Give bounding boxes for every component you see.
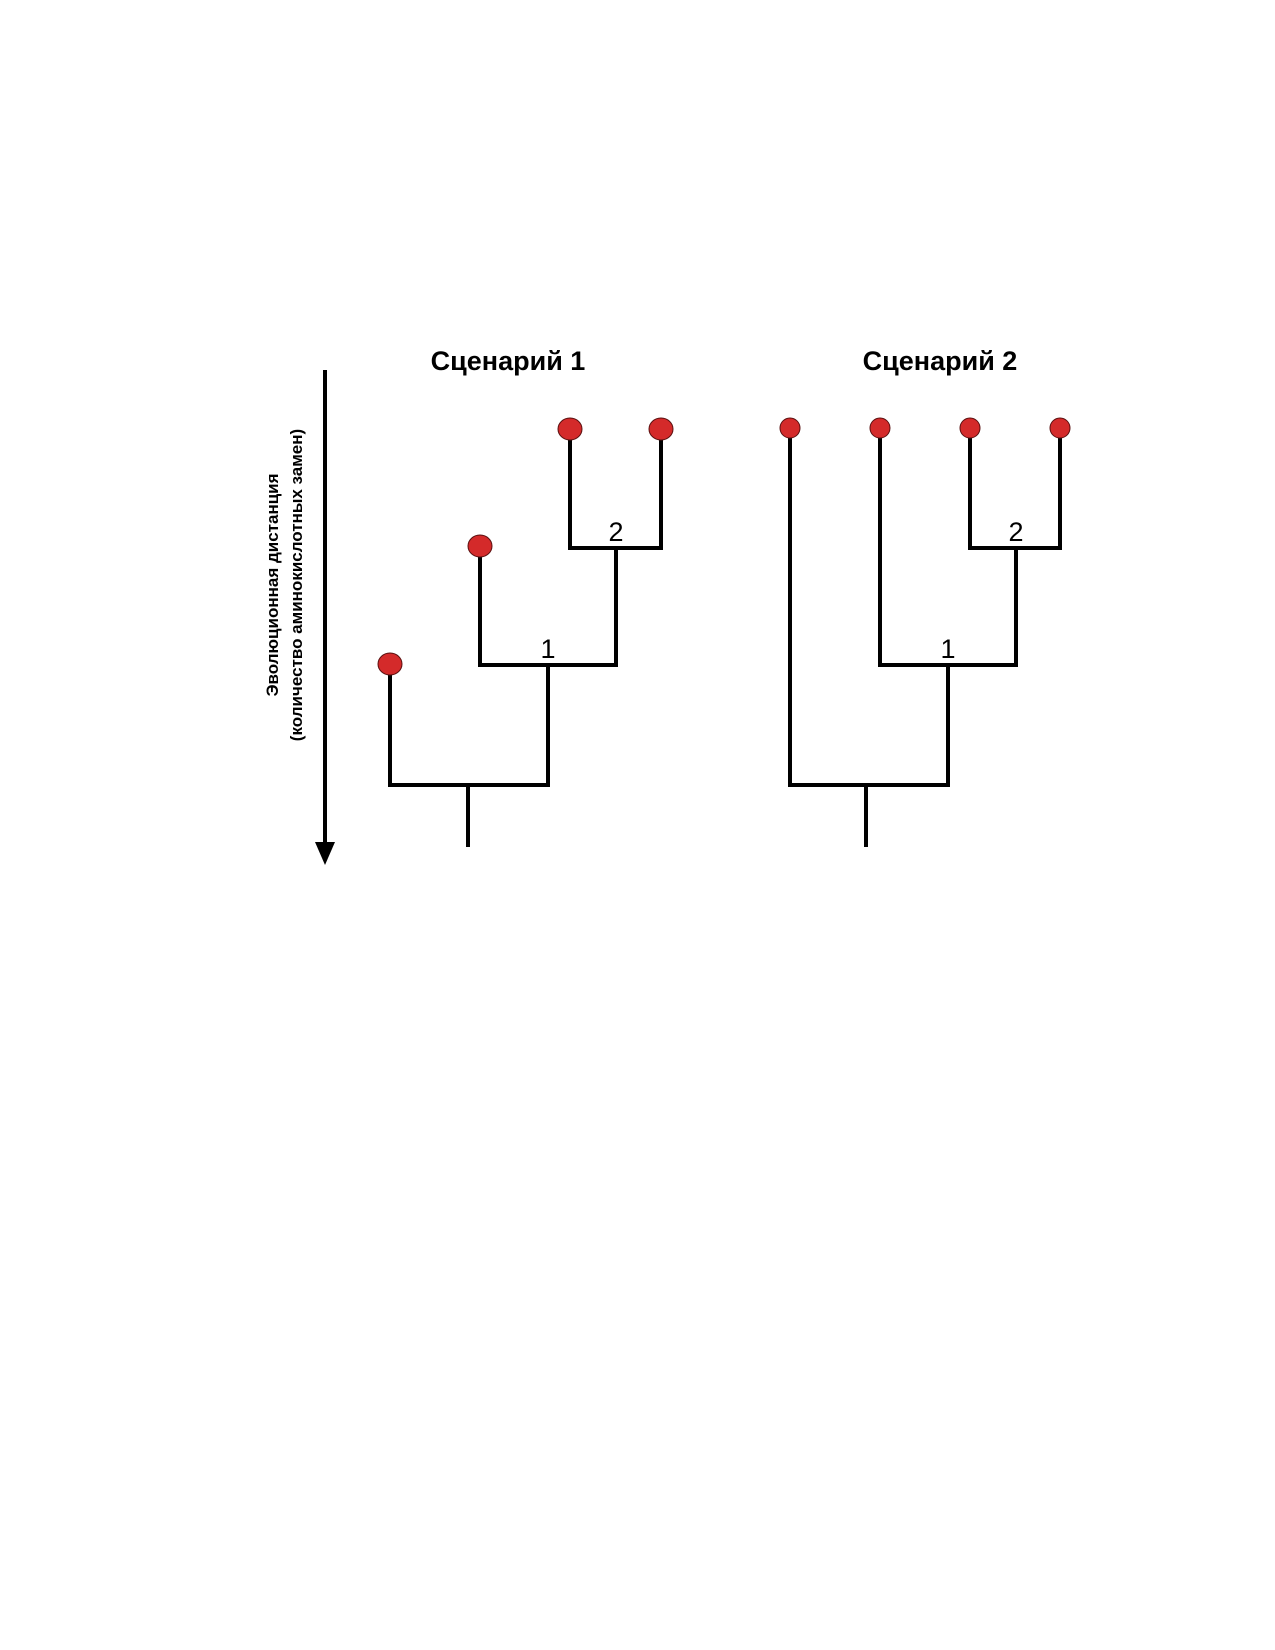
scenario-1-root-split <box>388 663 550 787</box>
distance-axis-label-line1: Эволюционная дистанция <box>263 473 282 696</box>
scenario-1-leaf-2 <box>467 534 493 558</box>
scenario-1-node-2-split <box>568 428 663 550</box>
scenario-2-node-2-split <box>968 428 1062 550</box>
scenario-2-title: Сценарий 2 <box>863 346 1018 376</box>
scenario-1-title: Сценарий 1 <box>431 346 586 376</box>
scenario-2-root-split <box>788 428 950 787</box>
scenario-1-tree: Сценарий 1 1 2 <box>377 346 674 847</box>
scenario-1-node-1-label: 1 <box>540 634 555 664</box>
scenario-2-leaf-2 <box>869 417 891 439</box>
scenario-2-node-1-split <box>878 428 1018 667</box>
distance-axis: Эволюционная дистанция (количество амино… <box>263 370 335 865</box>
scenario-1-leaf-3 <box>557 417 583 441</box>
distance-axis-arrowhead <box>315 842 335 865</box>
scenario-2-leaf-4 <box>1049 417 1071 439</box>
scenario-2-node-1-label: 1 <box>940 634 955 664</box>
scenario-2-tree: Сценарий 2 1 2 <box>779 346 1071 847</box>
scenario-1-leaf-1 <box>377 652 403 676</box>
scenario-1-leaf-4 <box>648 417 674 441</box>
scenario-2-node-2-label: 2 <box>1008 517 1023 547</box>
scenario-1-node-2-label: 2 <box>608 517 623 547</box>
distance-axis-label-line2: (количество аминокислотных замен) <box>287 429 306 741</box>
scenario-1-node-1-split <box>478 546 618 667</box>
scenario-2-leaf-1 <box>779 417 801 439</box>
scenario-2-leaf-3 <box>959 417 981 439</box>
